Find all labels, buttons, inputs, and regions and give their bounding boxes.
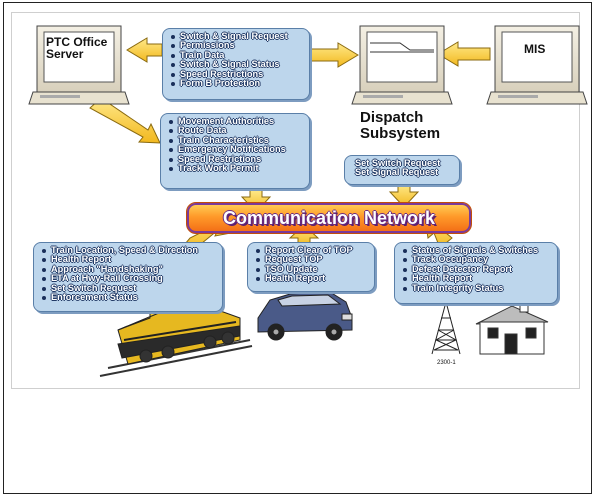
list-item: Train Location, Speed & Direction (42, 245, 216, 255)
list-item: Train Integrity Status (403, 283, 551, 293)
train-message-box: Train Location, Speed & Direction Health… (33, 242, 223, 312)
arrow-ptc-dispatch-right (309, 42, 359, 68)
list-item: Track Occupancy (403, 254, 551, 264)
figure-number: 2300-1 (437, 360, 456, 366)
list-item: Switch & Signal Status (171, 59, 303, 69)
mis-computer (486, 25, 588, 105)
arrow-dispatch-network (388, 183, 420, 208)
server-dispatch-message-box: Switch & Signal Request Permissions Trai… (162, 28, 310, 100)
server-network-message-box: Movement Authorities Route Data Train Ch… (160, 113, 310, 189)
vehicle-message-box: Report Clear of TOP Request TOP TSO Upda… (247, 242, 375, 292)
arrow-ptc-network-box (89, 97, 161, 144)
arrow-mis-dispatch (437, 41, 491, 67)
list-item: ETA at Hwy-Rail Crossing (42, 273, 216, 283)
list-item: Health Report (403, 273, 551, 283)
list-item: Route Data (169, 125, 303, 135)
page-frame (3, 2, 592, 494)
dispatch-computer (351, 25, 453, 105)
radio-tower-image (431, 296, 461, 355)
list-item: Set Switch Request (355, 158, 441, 168)
list-item: Enforcement Status (42, 292, 216, 302)
list-item: Defect Detector Report (403, 264, 551, 274)
mis-label: MIS (524, 42, 546, 56)
list-item: Set Switch Request (42, 283, 216, 293)
list-item: Request TOP (256, 254, 368, 264)
communication-network-label: Communication Network (222, 207, 436, 228)
dispatch-subsystem-label: Dispatch Subsystem (360, 109, 441, 142)
list-item: Speed Restrictions (171, 69, 303, 79)
list-item: Approach "Handshaking" (42, 264, 216, 274)
list-item: Set Signal Request (355, 167, 439, 178)
list-item: Permissions (171, 40, 303, 50)
list-item: Emergency Notifications (169, 144, 303, 154)
list-item: Report Clear of TOP (256, 245, 368, 255)
list-item: Switch & Signal Request (171, 31, 303, 41)
ptc-server-computer (28, 25, 130, 105)
diagram-border (11, 12, 580, 389)
communication-network-bar: Communication Network (186, 202, 472, 234)
list-item: Train Data (171, 50, 303, 60)
ptc-office-server-label: PTC Office Server (46, 35, 108, 61)
wayside-message-box: Status of Signals & Switches Track Occup… (394, 242, 558, 304)
list-item: TSO Update (256, 264, 368, 274)
list-item: Health Report (42, 254, 216, 264)
list-item: Health Report (256, 273, 368, 283)
dispatch-request-box: Set Switch Request Set Signal Request (344, 155, 460, 185)
vehicle-image (257, 291, 353, 341)
list-item: Track Work Permit (169, 163, 303, 173)
list-item: Status of Signals & Switches (403, 245, 551, 255)
list-item: Form B Protection (171, 78, 303, 88)
wayside-house-image (475, 299, 549, 355)
list-item: Train Characteristics (169, 135, 303, 145)
arrow-ptc-dispatch-left (126, 37, 163, 63)
list-item: Movement Authorities (169, 116, 303, 126)
list-item: Speed Restrictions (169, 154, 303, 164)
